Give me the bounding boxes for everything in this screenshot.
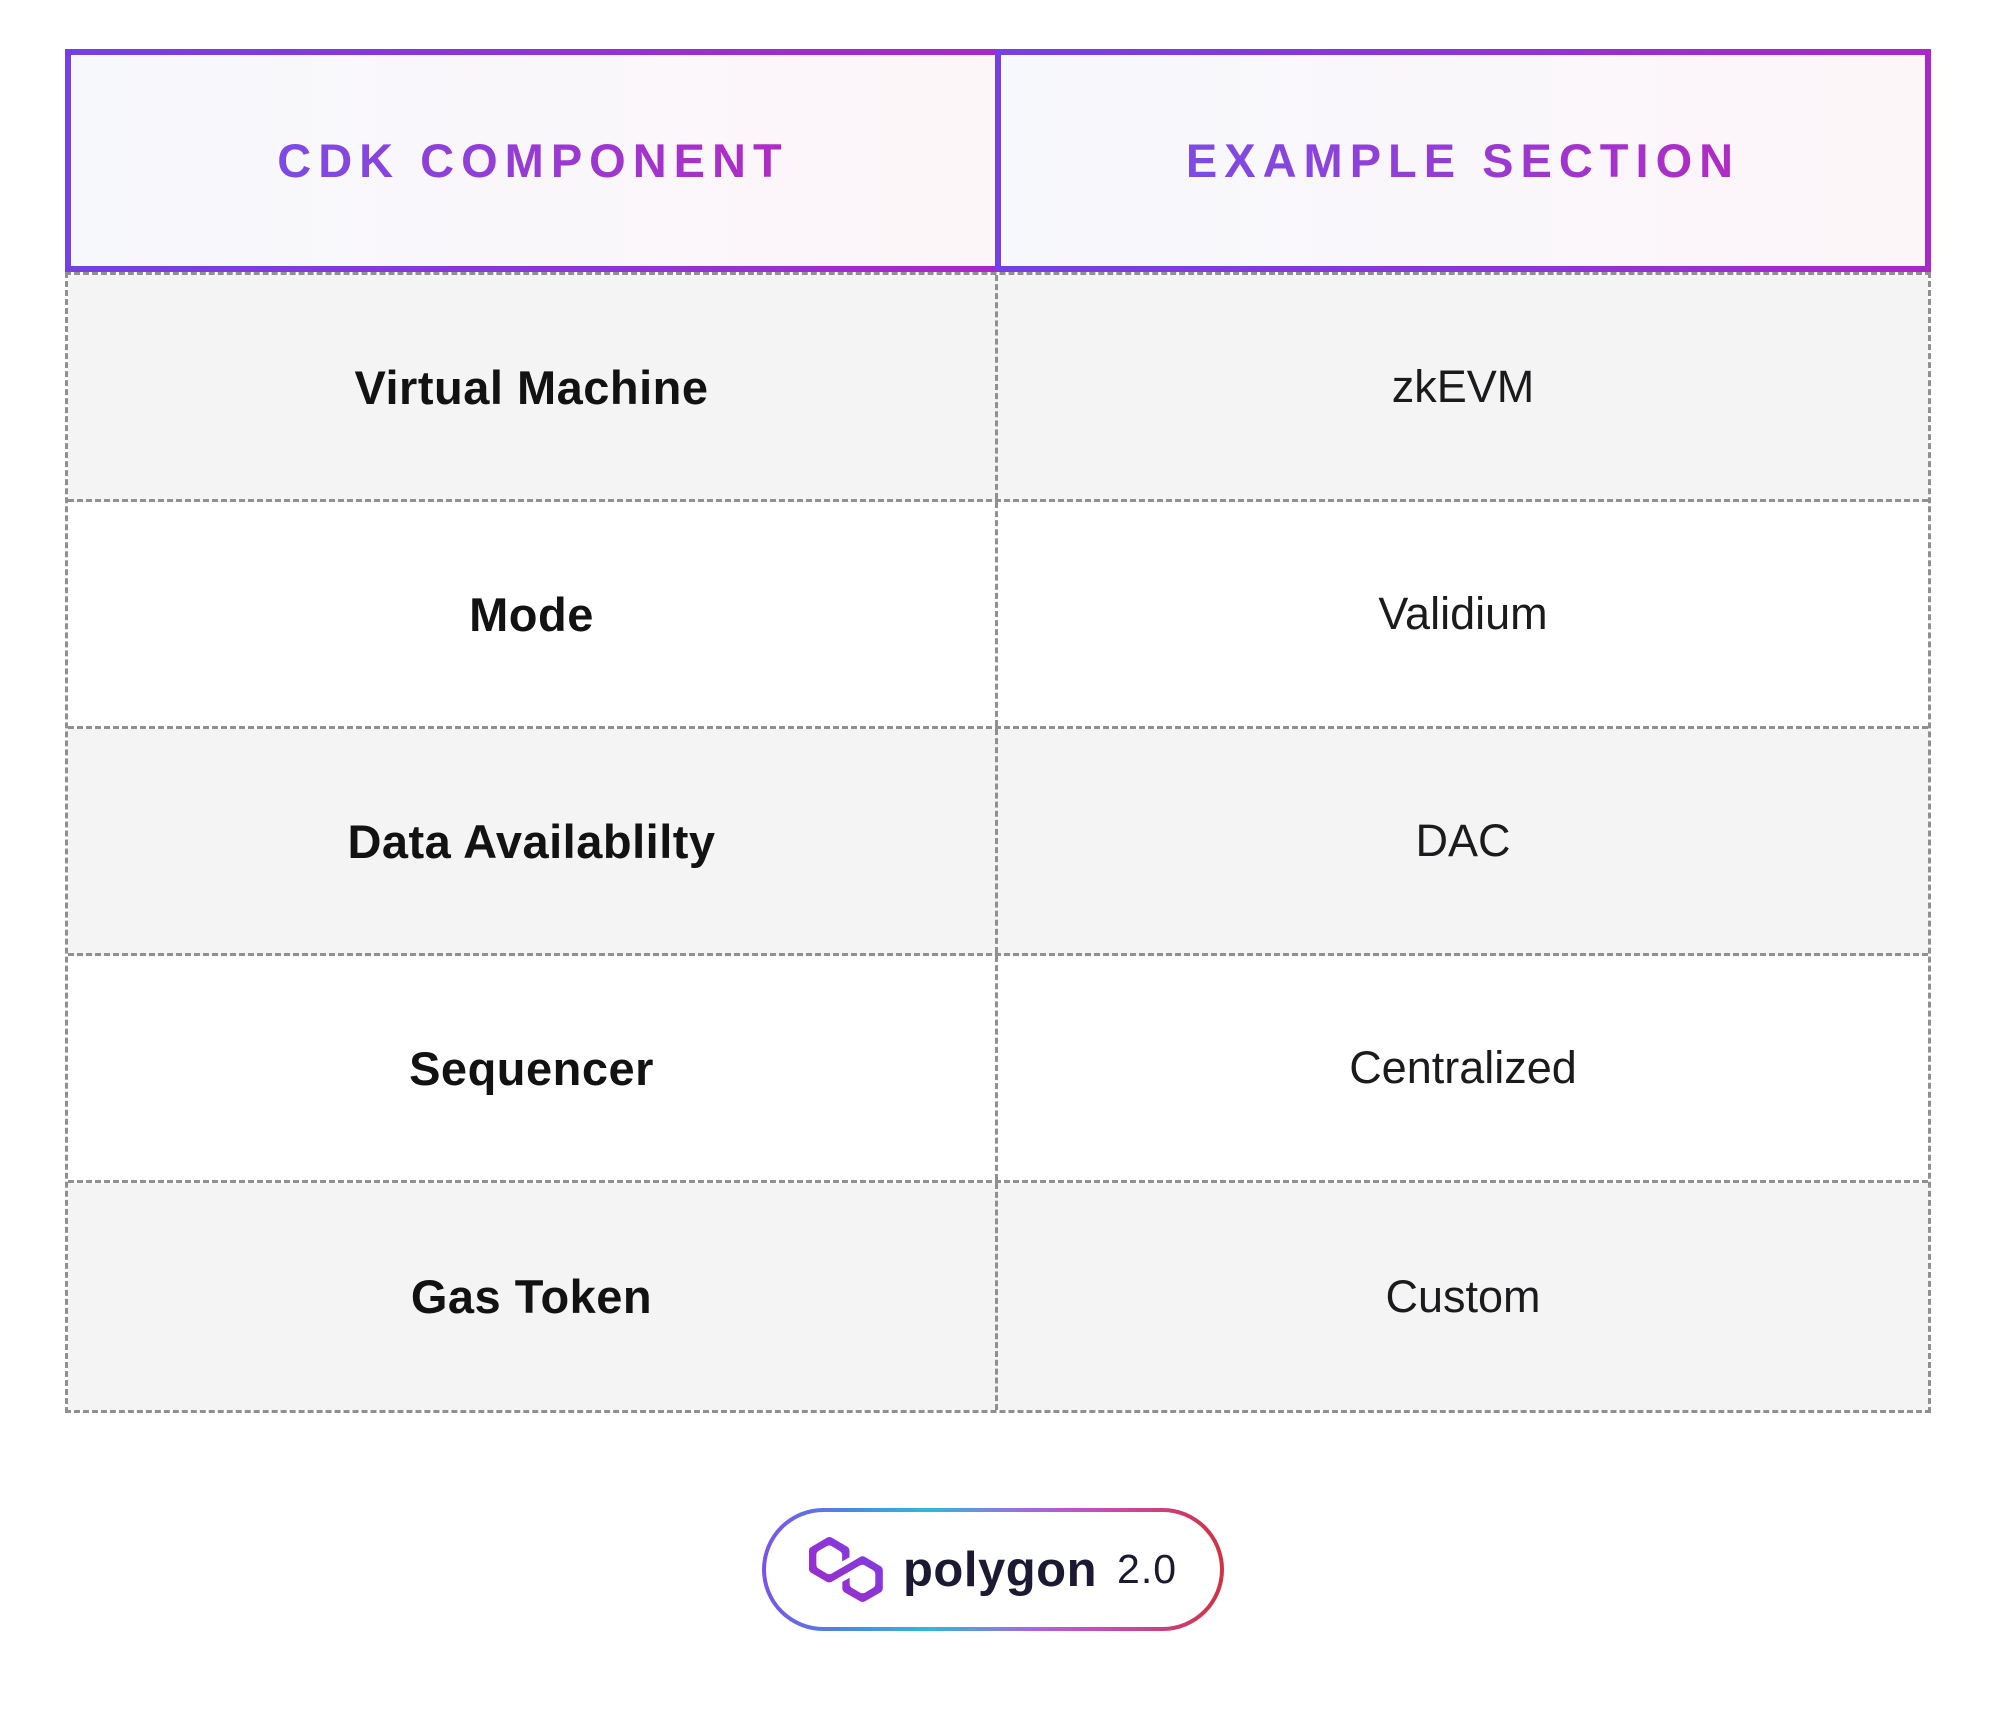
polygon-wordmark: polygon	[902, 1542, 1098, 1597]
table-header-row: CDK COMPONENT EXAMPLE SECTION	[65, 49, 1931, 272]
table-row-virtual-machine: Virtual Machine zkEVM	[68, 275, 1928, 502]
cell-example: Validium	[998, 502, 1928, 726]
example-value: DAC	[1415, 815, 1511, 866]
cell-example: Centralized	[998, 956, 1928, 1180]
cdk-component-table: CDK COMPONENT EXAMPLE SECTION Virtual Ma…	[65, 49, 1931, 1413]
example-value: Validium	[1378, 588, 1548, 639]
cell-component: Gas Token	[68, 1183, 998, 1410]
header-label-cdk-component: CDK COMPONENT	[277, 134, 789, 187]
header-cell-example-section: EXAMPLE SECTION	[995, 49, 1931, 272]
table-row-data-availability: Data Availablilty DAC	[68, 729, 1928, 956]
polygon-version-label: 2.0	[1117, 1546, 1178, 1592]
cell-component: Mode	[68, 502, 998, 726]
polygon-icon	[808, 1537, 883, 1602]
cell-example: Custom	[998, 1183, 1928, 1410]
example-value: zkEVM	[1391, 361, 1535, 412]
component-label: Sequencer	[409, 1041, 654, 1095]
header-cell-cdk-component: CDK COMPONENT	[65, 49, 1001, 272]
component-label: Data Availablilty	[347, 814, 716, 868]
cell-component: Virtual Machine	[68, 275, 998, 499]
table-row-sequencer: Sequencer Centralized	[68, 956, 1928, 1183]
cell-component: Sequencer	[68, 956, 998, 1180]
table-row-gas-token: Gas Token Custom	[68, 1183, 1928, 1410]
cell-example: zkEVM	[998, 275, 1928, 499]
example-value: Centralized	[1349, 1042, 1577, 1093]
cell-example: DAC	[998, 729, 1928, 953]
polygon-logo-inner: polygon 2.0	[766, 1512, 1220, 1627]
table-body: Virtual Machine zkEVM Mode Validium Data…	[65, 272, 1931, 1413]
component-label: Mode	[469, 587, 594, 641]
header-label-example-section: EXAMPLE SECTION	[1185, 134, 1741, 187]
component-label: Gas Token	[410, 1270, 653, 1323]
example-value: Custom	[1385, 1270, 1541, 1322]
table-row-mode: Mode Validium	[68, 502, 1928, 729]
component-label: Virtual Machine	[354, 360, 709, 414]
cell-component: Data Availablilty	[68, 729, 998, 953]
polygon-logo-badge: polygon 2.0	[762, 1508, 1224, 1631]
